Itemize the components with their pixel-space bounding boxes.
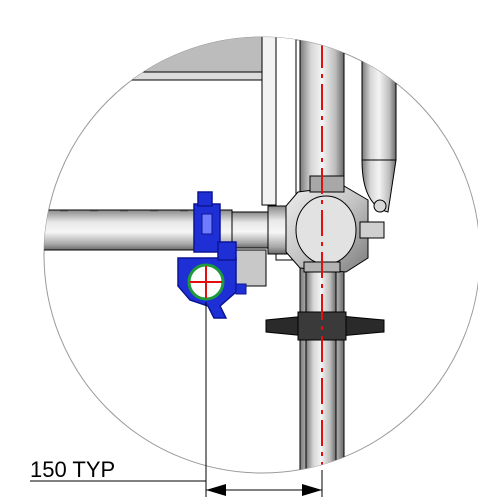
upper-rail <box>44 37 277 81</box>
pipe-reducer <box>231 205 295 255</box>
dimension-callout: 150 TYP <box>30 302 323 497</box>
swivel-coupler-icon <box>177 191 247 319</box>
lock-collar <box>265 311 385 341</box>
back-pipe <box>361 37 397 213</box>
dimension-label: 150 TYP <box>30 457 115 482</box>
ball-joint-icon <box>285 175 387 273</box>
clamp-backplate <box>233 249 267 287</box>
detail-content <box>44 37 397 473</box>
